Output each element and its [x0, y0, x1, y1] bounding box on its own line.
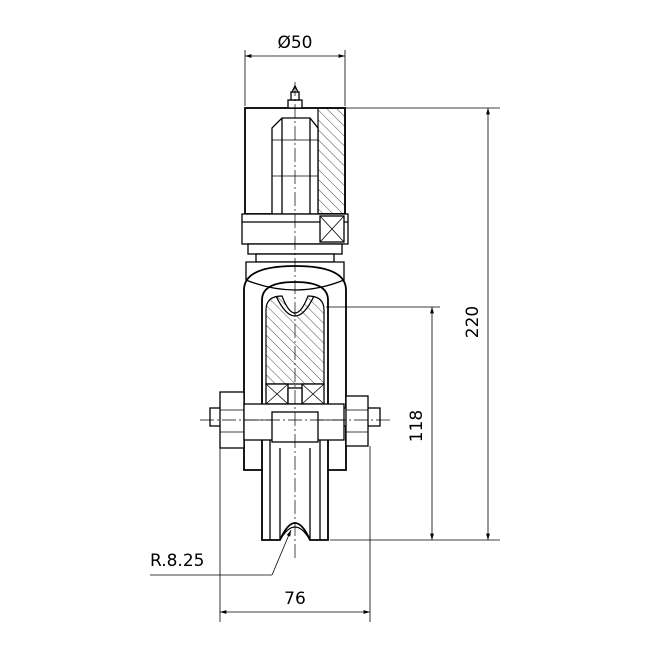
dimension-radius: R.8.25 — [150, 529, 292, 576]
dimension-radius-label: R.8.25 — [150, 551, 204, 571]
yoke — [243, 265, 347, 471]
dimension-width: 76 — [219, 446, 371, 622]
dimension-total-height: 220 — [330, 107, 500, 541]
dimension-axle-height: 118 — [326, 306, 440, 540]
dimension-axle-height-label: 118 — [407, 410, 427, 442]
sheave-wheel — [261, 440, 329, 541]
dimension-total-height-label: 220 — [463, 306, 483, 338]
dimension-diameter-label: Ø50 — [277, 33, 312, 53]
dimension-diameter: Ø50 — [244, 33, 346, 106]
dimension-width-label: 76 — [284, 589, 306, 609]
